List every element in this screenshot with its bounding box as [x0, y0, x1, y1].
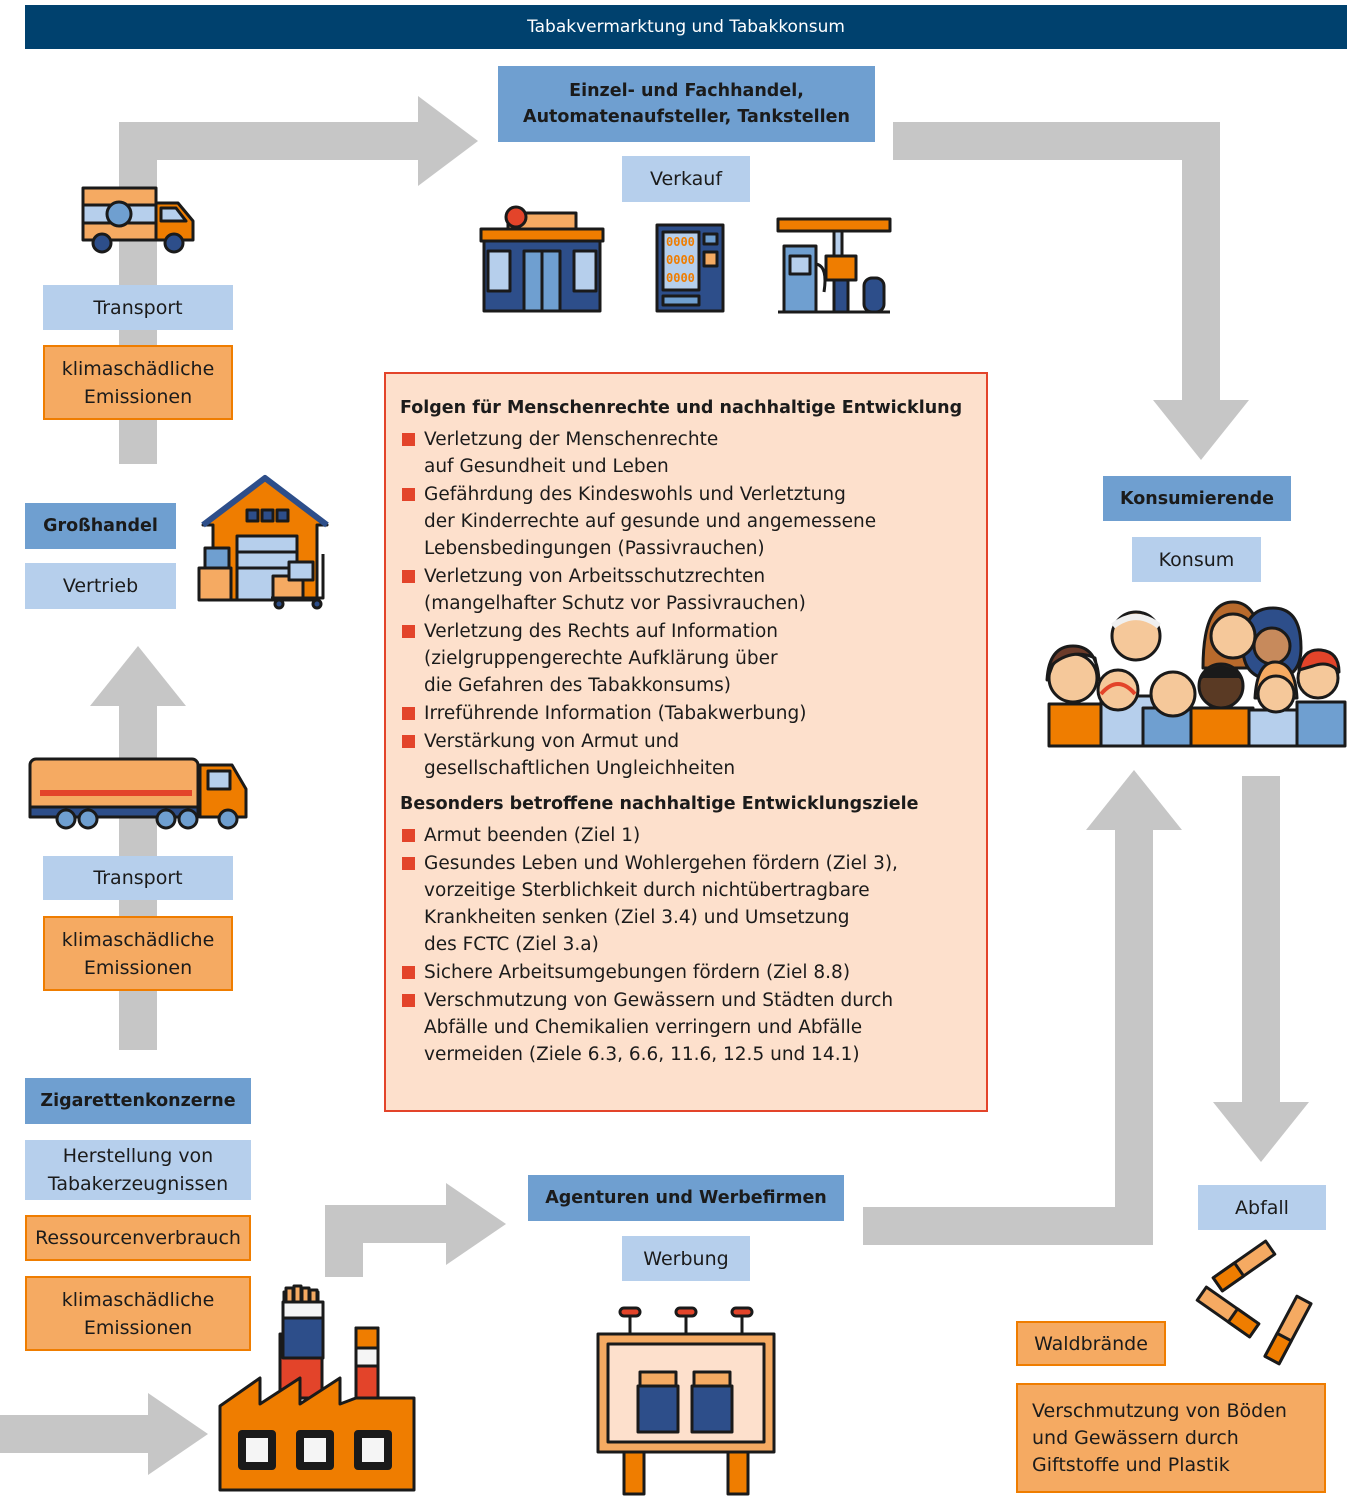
arrow-factory-to-agencies-head — [446, 1183, 506, 1265]
arrow-retail-to-consumers-horizontal — [893, 122, 1220, 160]
waste-impact-pollution: Verschmutzung von Böden und Gewässern du… — [1016, 1383, 1326, 1493]
manufacturers-activity: Herstellung von Tabakerzeugnissen — [25, 1140, 251, 1200]
transport-bottom-impact: klimaschädliche Emissionen — [43, 916, 233, 991]
consumers-activity: Konsum — [1132, 537, 1261, 582]
sdg-item: Verschmutzung von Gewässern und Städten … — [400, 987, 974, 1068]
bullet-square-icon — [402, 994, 415, 1007]
arrow-retail-to-consumers-vertical — [1182, 122, 1220, 402]
cigarette-butts-icon — [1195, 1239, 1313, 1366]
consequence-item: Verstärkung von Armut und gesellschaftli… — [400, 728, 974, 782]
manufacturers-impact-emissions: klimaschädliche Emissionen — [25, 1276, 251, 1351]
sdg-item: Sichere Arbeitsumgebungen fördern (Ziel … — [400, 959, 974, 986]
shop-icon — [479, 205, 605, 313]
consequences-heading: Folgen für Menschenrechte und nachhaltig… — [400, 398, 963, 418]
consumers-group-icon — [1045, 600, 1347, 748]
arrow-retail-to-consumers-head — [1153, 400, 1249, 460]
waste-label: Abfall — [1198, 1185, 1326, 1230]
bullet-square-icon — [402, 829, 415, 842]
consequences-panel: Folgen für Menschenrechte und nachhaltig… — [384, 372, 988, 1112]
arrow-transport-to-retail-horizontal — [119, 122, 419, 160]
arrow-agencies-to-consumers-head — [1086, 770, 1182, 830]
bullet-square-icon — [402, 488, 415, 501]
bullet-square-icon — [402, 570, 415, 583]
bullet-square-icon — [402, 735, 415, 748]
arrow-input-to-factory-head — [148, 1393, 208, 1475]
bullet-square-icon — [402, 625, 415, 638]
arrow-agencies-to-consumers-horizontal — [863, 1207, 1153, 1245]
vending-row-1: 0000 — [666, 235, 695, 249]
arrow-consumers-to-waste-shaft — [1242, 776, 1280, 1104]
sdg-item: Armut beenden (Ziel 1) — [400, 822, 974, 849]
retail-activity: Verkauf — [622, 156, 750, 202]
bullet-square-icon — [402, 433, 415, 446]
arrow-to-wholesale-head — [90, 646, 186, 706]
arrow-input-to-factory-shaft — [0, 1415, 150, 1453]
consumers-title: Konsumierende — [1103, 476, 1291, 521]
bullet-square-icon — [402, 707, 415, 720]
arrow-transport-to-retail-head — [418, 96, 478, 186]
sdg-item: Gesundes Leben und Wohlergehen fördern (… — [400, 850, 974, 958]
consequence-item: Gefährdung des Kindeswohls und Verletztu… — [400, 481, 974, 562]
transport-top-label: Transport — [43, 285, 233, 330]
warehouse-icon — [197, 475, 329, 610]
consequence-item: Verletzung des Rechts auf Information (z… — [400, 618, 974, 699]
vending-row-3: 0000 — [666, 271, 695, 285]
consequence-item: Verletzung von Arbeitsschutzrechten (man… — [400, 563, 974, 617]
vending-machine-icon: 0000 0000 0000 — [655, 223, 725, 313]
arrow-factory-to-agencies-horizontal — [325, 1205, 447, 1243]
transport-top-impact: klimaschädliche Emissionen — [43, 345, 233, 420]
waste-impact-forest-fires: Waldbrände — [1016, 1321, 1166, 1366]
manufacturers-title: Zigarettenkonzerne — [25, 1078, 251, 1124]
bullet-square-icon — [402, 966, 415, 979]
wholesale-title: Großhandel — [25, 503, 176, 549]
agencies-activity: Werbung — [622, 1236, 750, 1281]
arrow-agencies-to-consumers-vertical — [1115, 828, 1153, 1245]
consequence-item: Irreführende Information (Tabakwerbung) — [400, 700, 974, 727]
arrow-consumers-to-waste-head — [1213, 1102, 1309, 1162]
delivery-van-icon — [81, 186, 195, 254]
cigarette-pack-icon — [281, 1284, 325, 1360]
consequence-item: Verletzung der Menschenrechte auf Gesund… — [400, 426, 974, 480]
sdg-heading: Besonders betroffene nachhaltige Entwick… — [400, 794, 919, 814]
manufacturers-impact-resources: Ressourcenverbrauch — [25, 1215, 251, 1261]
semi-truck-icon — [28, 757, 248, 830]
page-title: Tabakvermarktung und Tabakkonsum — [25, 5, 1347, 49]
transport-bottom-label: Transport — [43, 856, 233, 900]
vending-row-2: 0000 — [666, 253, 695, 267]
bullet-square-icon — [402, 857, 415, 870]
wholesale-activity: Vertrieb — [25, 563, 176, 609]
agencies-title: Agenturen und Werbefirmen — [528, 1175, 844, 1221]
billboard-icon — [596, 1306, 776, 1496]
retail-title: Einzel- und Fachhandel, Automatenaufstel… — [498, 66, 875, 142]
gas-station-icon — [776, 217, 892, 314]
